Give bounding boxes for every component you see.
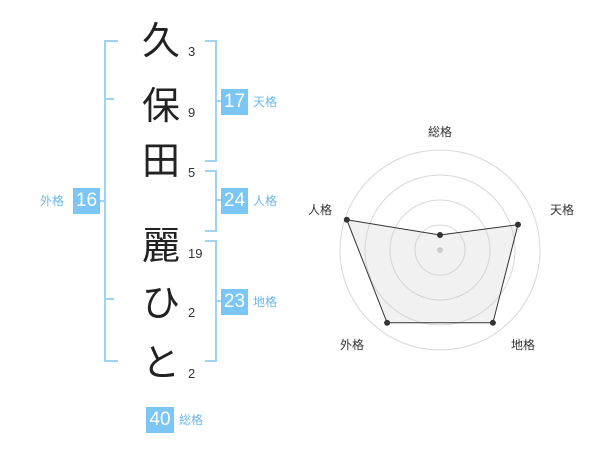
name-char-5: ひ: [141, 281, 180, 325]
name-char-3: 田: [141, 139, 180, 183]
radar-point-3: [489, 319, 496, 326]
radar-axis-label-gaikaku: 外格: [340, 338, 365, 352]
radar-point-5: [343, 216, 350, 223]
name-char-1: 久: [141, 19, 180, 63]
radar-axis-label-jinkaku: 人格: [308, 203, 333, 217]
radar-point-4: [384, 319, 391, 326]
stroke-count-3: 5: [188, 165, 196, 180]
radar-ring: [339, 149, 541, 351]
jinkaku-bracket: [205, 170, 217, 232]
name-char-6: と: [141, 341, 180, 385]
jinkaku-value: 24: [221, 188, 248, 214]
tenkaku-value: 17: [221, 89, 248, 115]
stroke-count-6: 2: [188, 366, 196, 381]
radar-center-dot: [437, 247, 443, 253]
stroke-count-2: 9: [188, 105, 196, 120]
radar-series-area: [346, 219, 519, 324]
gaikaku-value: 16: [73, 188, 100, 214]
chikaku-value: 23: [221, 289, 248, 315]
chikaku-label: 地格: [253, 295, 278, 309]
jinkaku-bracket-tick: [215, 199, 221, 201]
radar-ring: [414, 224, 466, 276]
stroke-count-1: 3: [188, 44, 196, 59]
gaikaku-label: 外格: [40, 194, 65, 208]
gaikaku-bracket-inner-tick: [104, 298, 114, 300]
soukaku-label: 総格: [179, 413, 204, 427]
radar-ring: [389, 199, 491, 301]
gaikaku-bracket: [104, 40, 118, 362]
soukaku-value: 40: [146, 407, 174, 433]
radar-axis-label-soukaku: 総格: [428, 125, 453, 139]
gaikaku-bracket-inner-tick: [104, 98, 114, 100]
radar-point-1: [437, 232, 443, 238]
radar-ring: [364, 174, 516, 326]
radar-axis-label-chikaku: 地格: [511, 338, 536, 352]
chikaku-bracket-tick: [215, 300, 221, 302]
tenkaku-label: 天格: [253, 95, 278, 109]
radar-point-2: [514, 221, 521, 228]
name-char-2: 保: [141, 84, 180, 128]
stroke-count-4: 19: [188, 246, 203, 261]
radar-axis-label-tenkaku: 天格: [550, 203, 575, 217]
tenkaku-bracket-tick: [215, 100, 221, 102]
jinkaku-label: 人格: [253, 194, 278, 208]
stroke-count-5: 2: [188, 305, 196, 320]
name-char-4: 麗: [141, 224, 180, 268]
